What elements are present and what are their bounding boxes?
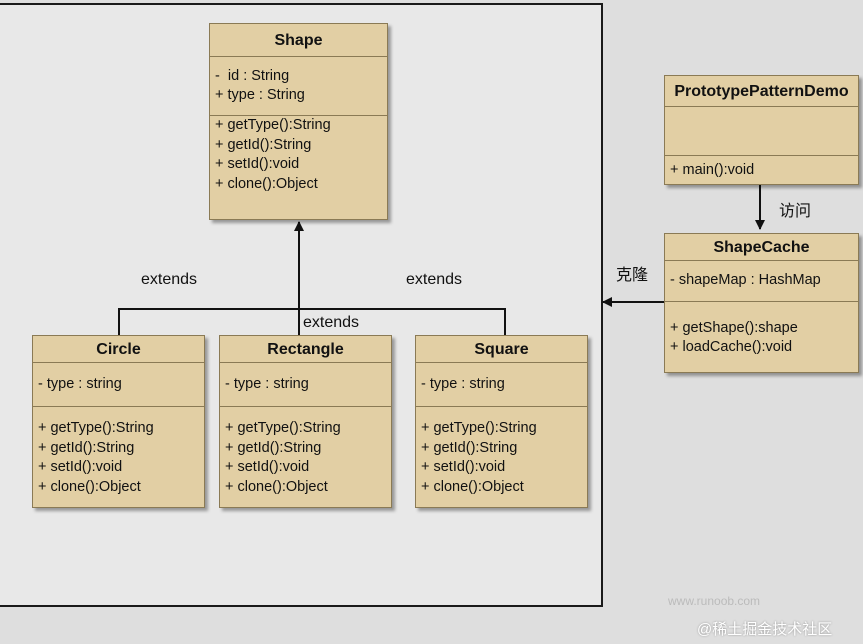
class-name: Rectangle xyxy=(220,336,391,363)
class-name: PrototypePatternDemo xyxy=(665,76,858,107)
class-method: + getId():String xyxy=(38,439,135,456)
class-name: Circle xyxy=(33,336,204,363)
class-method: + getShape():shape xyxy=(670,319,798,336)
class-attributes-section: - type : string xyxy=(220,363,391,407)
class-attribute: + type : String xyxy=(215,87,305,103)
class-attributes-section: - shapeMap : HashMap xyxy=(665,261,858,302)
class-method: + getType():String xyxy=(215,117,331,133)
class-name: Shape xyxy=(210,24,387,57)
class-method: + getId():String xyxy=(215,136,312,153)
class-attributes-section: - id : String + type : String xyxy=(210,57,387,116)
circle-inheritance-line xyxy=(118,308,506,336)
class-method: + getType():String xyxy=(225,420,341,436)
class-method: + getId():String xyxy=(421,439,518,456)
class-attribute: - type : string xyxy=(38,375,122,392)
class-attribute: - id : String xyxy=(215,67,290,84)
extends-label-center: extends xyxy=(303,314,360,331)
class-methods-section: + getType():String + getId():String + setI… xyxy=(33,407,204,509)
class-methods-section: + getShape():shape + loadCache():void xyxy=(665,302,858,374)
class-method: + loadCache():void xyxy=(670,339,793,355)
class-box-prototype-pattern-demo: PrototypePatternDemo + main():void xyxy=(664,75,859,185)
class-name: ShapeCache xyxy=(665,234,858,261)
class-attribute: - type : string xyxy=(225,375,309,392)
class-methods-section: + getType():String + getId():String + setI… xyxy=(210,116,387,194)
class-method: + setId():void xyxy=(215,156,300,172)
class-method: + clone():Object xyxy=(225,478,328,495)
class-method: + getType():String xyxy=(38,420,154,436)
class-name: Square xyxy=(416,336,587,363)
class-method: + clone():Object xyxy=(421,478,524,495)
class-method: + main():void xyxy=(670,162,755,179)
class-box-shape: Shape - id : String + type : String + getTy… xyxy=(209,23,388,220)
class-method: + setId():void xyxy=(38,459,123,475)
class-attributes-section: - type : string xyxy=(416,363,587,407)
class-methods-section: + main():void xyxy=(665,156,858,186)
class-attribute: - shapeMap : HashMap xyxy=(670,272,821,289)
class-method: + clone():Object xyxy=(215,175,318,192)
class-box-shape-cache: ShapeCache - shapeMap : HashMap + getShape… xyxy=(664,233,859,373)
class-attributes-section: - type : string xyxy=(33,363,204,407)
clone-label: 克隆 xyxy=(616,267,649,284)
class-method: + clone():Object xyxy=(38,478,141,495)
class-box-square: Square- type : string+ getType():String+… xyxy=(415,335,588,508)
class-attributes-section xyxy=(665,107,858,156)
class-attribute: - type : string xyxy=(421,375,505,392)
extends-label-left: extends xyxy=(141,271,198,288)
visit-label: 访问 xyxy=(779,203,812,220)
class-method: + setId():void xyxy=(225,459,310,475)
class-box-circle: Circle- type : string+ getType():String+… xyxy=(32,335,205,508)
class-methods-section: + getType():String + getId():String + setI… xyxy=(220,407,391,509)
class-method: + setId():void xyxy=(421,459,506,475)
class-method: + getType():String xyxy=(421,420,537,436)
class-box-rectangle: Rectangle - type : string + getType():Stri… xyxy=(219,335,392,508)
watermark-community: @稀土掘金技术社区 xyxy=(697,621,833,638)
class-method: + getId():String xyxy=(225,439,322,456)
extends-label-right: extends xyxy=(406,271,463,288)
watermark-site: www.runoob.com xyxy=(668,594,761,608)
class-methods-section: + getType():String + getId():String + setI… xyxy=(416,407,587,509)
